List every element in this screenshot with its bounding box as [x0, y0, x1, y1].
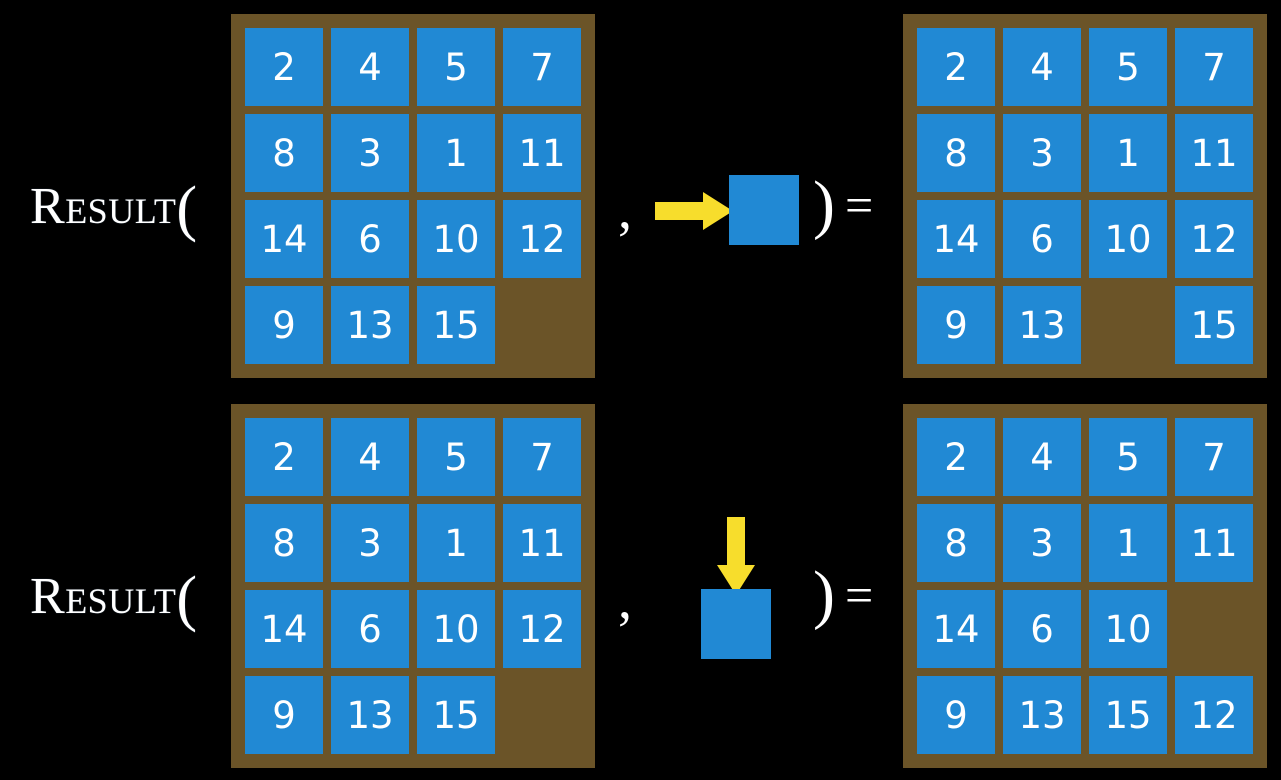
- tile[interactable]: 3: [1003, 114, 1081, 192]
- tile[interactable]: 9: [917, 676, 995, 754]
- tile[interactable]: 11: [1175, 504, 1253, 582]
- arrow-down-icon: [717, 517, 755, 595]
- tile[interactable]: 13: [1003, 676, 1081, 754]
- tile[interactable]: 10: [1089, 200, 1167, 278]
- tile[interactable]: 1: [1089, 504, 1167, 582]
- arrow-right-icon: [655, 192, 733, 230]
- tile[interactable]: 1: [417, 504, 495, 582]
- tile[interactable]: 2: [917, 28, 995, 106]
- board-grid-bottom-input: 2 4 5 7 8 3 1 11 14 6 10 12 9 13 15: [245, 418, 581, 754]
- output-board-top[interactable]: 2 4 5 7 8 3 1 11 14 6 10 12 9 13 15: [903, 14, 1267, 378]
- tile[interactable]: 14: [917, 200, 995, 278]
- tile[interactable]: 11: [503, 114, 581, 192]
- tile[interactable]: 9: [917, 286, 995, 364]
- tile[interactable]: 10: [417, 590, 495, 668]
- tile[interactable]: 8: [245, 114, 323, 192]
- tile[interactable]: 5: [1089, 418, 1167, 496]
- tile[interactable]: 6: [1003, 200, 1081, 278]
- board-grid-top-input: 2 4 5 7 8 3 1 11 14 6 10 12 9 13 15: [245, 28, 581, 364]
- tile[interactable]: 6: [331, 200, 409, 278]
- tile[interactable]: 4: [1003, 28, 1081, 106]
- equals-sign-top: =: [845, 177, 874, 233]
- blank-tile-indicator-bottom: [701, 589, 771, 659]
- result-label-paren-top: (: [176, 175, 198, 243]
- input-board-top[interactable]: 2 4 5 7 8 3 1 11 14 6 10 12 9 13 15: [231, 14, 595, 378]
- argument-separator-comma-top: ,: [618, 179, 632, 241]
- result-function-label-top: Result(: [30, 178, 198, 240]
- tile[interactable]: 1: [417, 114, 495, 192]
- tile[interactable]: 12: [503, 200, 581, 278]
- tile[interactable]: 14: [245, 200, 323, 278]
- closing-paren-top: ): [813, 168, 835, 241]
- tile[interactable]: 3: [331, 114, 409, 192]
- tile[interactable]: 15: [1089, 676, 1167, 754]
- tile[interactable]: 4: [331, 418, 409, 496]
- tile[interactable]: 9: [245, 286, 323, 364]
- tile[interactable]: 13: [1003, 286, 1081, 364]
- tile[interactable]: 1: [1089, 114, 1167, 192]
- tile[interactable]: 9: [245, 676, 323, 754]
- tile[interactable]: 11: [1175, 114, 1253, 192]
- result-label-rest-top: esult: [65, 178, 177, 235]
- input-board-bottom[interactable]: 2 4 5 7 8 3 1 11 14 6 10 12 9 13 15: [231, 404, 595, 768]
- tile[interactable]: 2: [917, 418, 995, 496]
- result-function-label-bottom: Result(: [30, 568, 198, 630]
- tile[interactable]: 5: [417, 28, 495, 106]
- tile[interactable]: 2: [245, 28, 323, 106]
- tile[interactable]: 10: [417, 200, 495, 278]
- board-grid-bottom-output: 2 4 5 7 8 3 1 11 14 6 10 9 13 15 12: [917, 418, 1253, 754]
- result-label-lead-top: R: [30, 178, 66, 235]
- tile[interactable]: 11: [503, 504, 581, 582]
- tile[interactable]: 12: [1175, 200, 1253, 278]
- tile[interactable]: 7: [1175, 418, 1253, 496]
- argument-separator-comma-bottom: ,: [618, 569, 632, 631]
- tile[interactable]: 8: [917, 114, 995, 192]
- tile[interactable]: 3: [1003, 504, 1081, 582]
- blank-cell[interactable]: [503, 676, 581, 754]
- blank-tile-indicator-top: [729, 175, 799, 245]
- tile[interactable]: 13: [331, 676, 409, 754]
- tile[interactable]: 8: [917, 504, 995, 582]
- blank-cell[interactable]: [503, 286, 581, 364]
- tile[interactable]: 5: [1089, 28, 1167, 106]
- tile[interactable]: 2: [245, 418, 323, 496]
- tile[interactable]: 4: [331, 28, 409, 106]
- tile[interactable]: 13: [331, 286, 409, 364]
- tile[interactable]: 6: [1003, 590, 1081, 668]
- tile[interactable]: 8: [245, 504, 323, 582]
- tile[interactable]: 3: [331, 504, 409, 582]
- tile[interactable]: 14: [245, 590, 323, 668]
- equals-sign-bottom: =: [845, 567, 874, 623]
- tile[interactable]: 7: [503, 418, 581, 496]
- tile[interactable]: 12: [1175, 676, 1253, 754]
- result-label-paren-bottom: (: [176, 565, 198, 633]
- result-label-lead-bottom: R: [30, 568, 66, 625]
- tile[interactable]: 12: [503, 590, 581, 668]
- tile[interactable]: 14: [917, 590, 995, 668]
- tile[interactable]: 6: [331, 590, 409, 668]
- closing-paren-bottom: ): [813, 558, 835, 631]
- tile[interactable]: 5: [417, 418, 495, 496]
- result-label-rest-bottom: esult: [65, 568, 177, 625]
- equation-row-down-move: Result( 2 4 5 7 8 3 1 11 14 6 10 12 9 13…: [0, 390, 1281, 780]
- tile[interactable]: 15: [1175, 286, 1253, 364]
- tile[interactable]: 7: [503, 28, 581, 106]
- tile[interactable]: 15: [417, 286, 495, 364]
- output-board-bottom[interactable]: 2 4 5 7 8 3 1 11 14 6 10 9 13 15 12: [903, 404, 1267, 768]
- blank-cell[interactable]: [1089, 286, 1167, 364]
- tile[interactable]: 10: [1089, 590, 1167, 668]
- board-grid-top-output: 2 4 5 7 8 3 1 11 14 6 10 12 9 13 15: [917, 28, 1253, 364]
- tile[interactable]: 7: [1175, 28, 1253, 106]
- equation-row-right-move: Result( 2 4 5 7 8 3 1 11 14 6 10 12 9 13…: [30, 14, 1267, 378]
- tile[interactable]: 15: [417, 676, 495, 754]
- tile[interactable]: 4: [1003, 418, 1081, 496]
- blank-cell[interactable]: [1175, 590, 1253, 668]
